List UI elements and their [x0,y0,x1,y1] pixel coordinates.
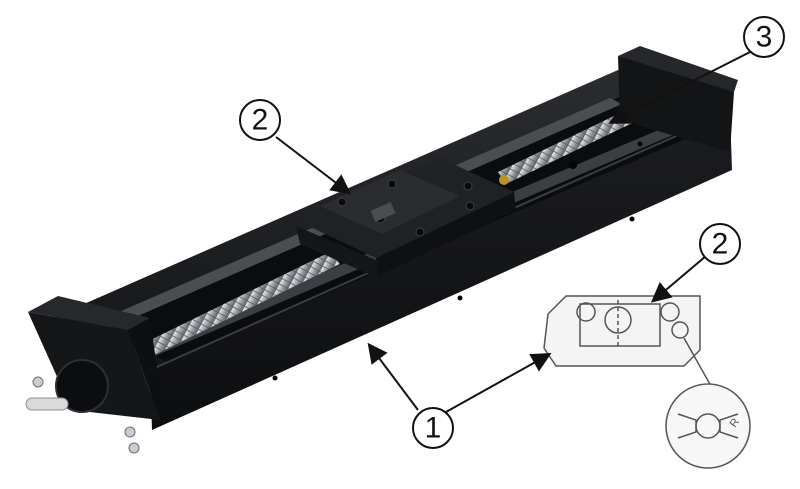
arrow-1-base [367,342,419,411]
callout-1-label: 1 [425,412,442,445]
end-block-right-top [618,46,738,92]
screw-nut-marker [499,175,509,185]
callout-2-slider: 2 [239,99,281,141]
callout-3-screw: 3 [743,16,785,58]
detail-groove-left [677,413,697,439]
arrow-3-screw [608,49,755,124]
slider-block [296,158,516,278]
end-block-screws [32,376,140,454]
end-block-left-top [28,296,150,330]
section-bearing-right [660,302,680,322]
base-front-face [150,112,732,430]
section-detail-ring [671,321,689,339]
end-block-left [25,296,162,454]
callout-2-label: 2 [252,104,269,137]
side-holes [272,141,643,381]
ball-screw-left [130,252,340,362]
callout-2-section: 2 [699,223,741,265]
end-block-left-side [128,318,162,420]
arrow-1-section [445,353,552,413]
callout-3-label: 3 [756,21,773,54]
section-bearing-left [576,302,596,322]
callout-2-section-label: 2 [712,228,729,261]
cross-section-inset [543,295,751,469]
end-block-right-face [618,56,734,152]
arrow-2-slider [275,136,352,195]
end-block-right [618,46,738,152]
slider-slot [370,202,396,222]
drive-shaft [25,397,69,411]
callout-1-base: 1 [412,407,454,449]
slider-cap [320,170,460,234]
slider-left-end [296,226,378,278]
arrow-2-section [650,255,707,303]
leader-arrows [275,49,755,413]
section-slider [579,303,661,347]
slider-front [376,192,516,276]
detail-circle [665,383,751,469]
detail-groove-right [719,413,739,439]
motor-flange [55,359,109,413]
